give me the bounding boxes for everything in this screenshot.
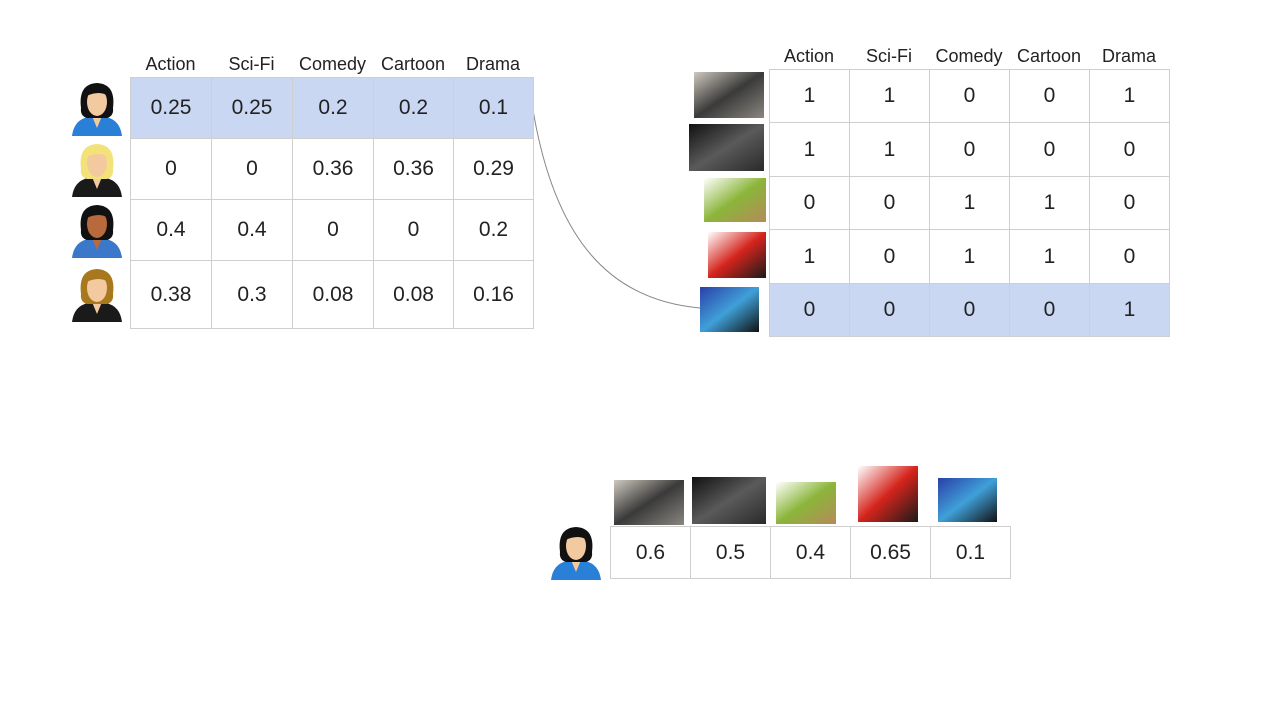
movie-matrix-cell: 1 xyxy=(1009,176,1090,230)
movie-matrix-cell: 0 xyxy=(929,283,1010,337)
user-avatar xyxy=(70,266,124,322)
movie-matrix-header: Drama xyxy=(1101,46,1156,66)
movie-matrix-header: Comedy xyxy=(935,46,1003,66)
user-matrix-cell: 0.16 xyxy=(453,260,534,329)
movie-matrix-cell: 0 xyxy=(1009,122,1090,177)
user-matrix-cell: 0.2 xyxy=(373,77,454,139)
movie-matrix-cell: 1 xyxy=(769,229,850,284)
movie-poster-shrek xyxy=(704,178,766,227)
movie-poster-star-wars xyxy=(614,480,684,530)
user-matrix-cell: 0 xyxy=(292,199,374,261)
movie-poster-dark-knight-rises xyxy=(689,124,764,176)
movie-matrix-cell: 1 xyxy=(849,69,930,123)
user-matrix-cell: 0.36 xyxy=(292,138,374,200)
user-matrix-cell: 0.25 xyxy=(130,77,212,139)
movie-matrix-cell: 0 xyxy=(849,229,930,284)
movie-matrix-cell: 0 xyxy=(1009,283,1090,337)
movie-matrix-cell: 1 xyxy=(929,229,1010,284)
user-matrix-cell: 0.2 xyxy=(453,199,534,261)
score-cell: 0.1 xyxy=(930,526,1011,579)
movie-matrix-cell: 0 xyxy=(849,283,930,337)
user-matrix-cell: 0.29 xyxy=(453,138,534,200)
movie-matrix-cell: 1 xyxy=(849,122,930,177)
user-matrix-cell: 0.2 xyxy=(292,77,374,139)
movie-matrix-cell: 0 xyxy=(849,176,930,230)
movie-poster-incredibles xyxy=(858,466,918,527)
user-matrix-cell: 0 xyxy=(130,138,212,200)
movie-matrix-cell: 1 xyxy=(1009,229,1090,284)
user-matrix-cell: 0.25 xyxy=(211,77,293,139)
movie-matrix-header: Action xyxy=(783,46,835,66)
movie-poster-star-wars xyxy=(694,72,764,123)
movie-poster-shrek xyxy=(776,482,836,529)
movie-poster-drama-film xyxy=(700,287,759,337)
movie-matrix-cell: 1 xyxy=(1089,69,1170,123)
score-cell: 0.6 xyxy=(610,526,691,579)
user-avatar xyxy=(70,202,124,258)
movie-matrix-cell: 1 xyxy=(929,176,1010,230)
user-avatar xyxy=(70,141,124,197)
movie-matrix-cell: 1 xyxy=(1089,283,1170,337)
movie-matrix-cell: 0 xyxy=(1009,69,1090,123)
user-matrix-header: Cartoon xyxy=(380,54,446,74)
movie-poster-dark-knight-rises xyxy=(692,477,766,529)
user-avatar xyxy=(70,80,124,136)
movie-matrix-cell: 0 xyxy=(929,122,1010,177)
user-matrix-cell: 0.4 xyxy=(211,199,293,261)
user-matrix-cell: 0.08 xyxy=(373,260,454,329)
score-cell: 0.4 xyxy=(770,526,851,579)
user-matrix-header: Comedy xyxy=(298,54,367,74)
user-matrix-cell: 0.3 xyxy=(211,260,293,329)
user-matrix-cell: 0.1 xyxy=(453,77,534,139)
user-matrix-cell: 0.38 xyxy=(130,260,212,329)
movie-matrix-cell: 0 xyxy=(1089,122,1170,177)
movie-poster-incredibles xyxy=(708,232,766,283)
movie-poster-drama-film xyxy=(938,478,997,527)
movie-matrix-cell: 0 xyxy=(1089,176,1170,230)
user-matrix-cell: 0.08 xyxy=(292,260,374,329)
movie-matrix-cell: 0 xyxy=(769,283,850,337)
movie-matrix-cell: 1 xyxy=(769,122,850,177)
score-cell: 0.65 xyxy=(850,526,931,579)
movie-matrix-cell: 0 xyxy=(929,69,1010,123)
user-matrix-cell: 0.36 xyxy=(373,138,454,200)
user-avatar xyxy=(549,524,603,580)
user-matrix-header: Sci-Fi xyxy=(228,54,275,74)
movie-matrix-header: Cartoon xyxy=(1016,46,1082,66)
user-matrix-cell: 0.4 xyxy=(130,199,212,261)
user-matrix-cell: 0 xyxy=(211,138,293,200)
user-matrix-header: Drama xyxy=(465,54,520,74)
movie-matrix-cell: 0 xyxy=(769,176,850,230)
score-cell: 0.5 xyxy=(690,526,771,579)
user-matrix-cell: 0 xyxy=(373,199,454,261)
user-matrix-header: Action xyxy=(145,54,196,74)
movie-matrix-header: Sci-Fi xyxy=(866,46,912,66)
movie-matrix-cell: 1 xyxy=(769,69,850,123)
movie-matrix-cell: 0 xyxy=(1089,229,1170,284)
